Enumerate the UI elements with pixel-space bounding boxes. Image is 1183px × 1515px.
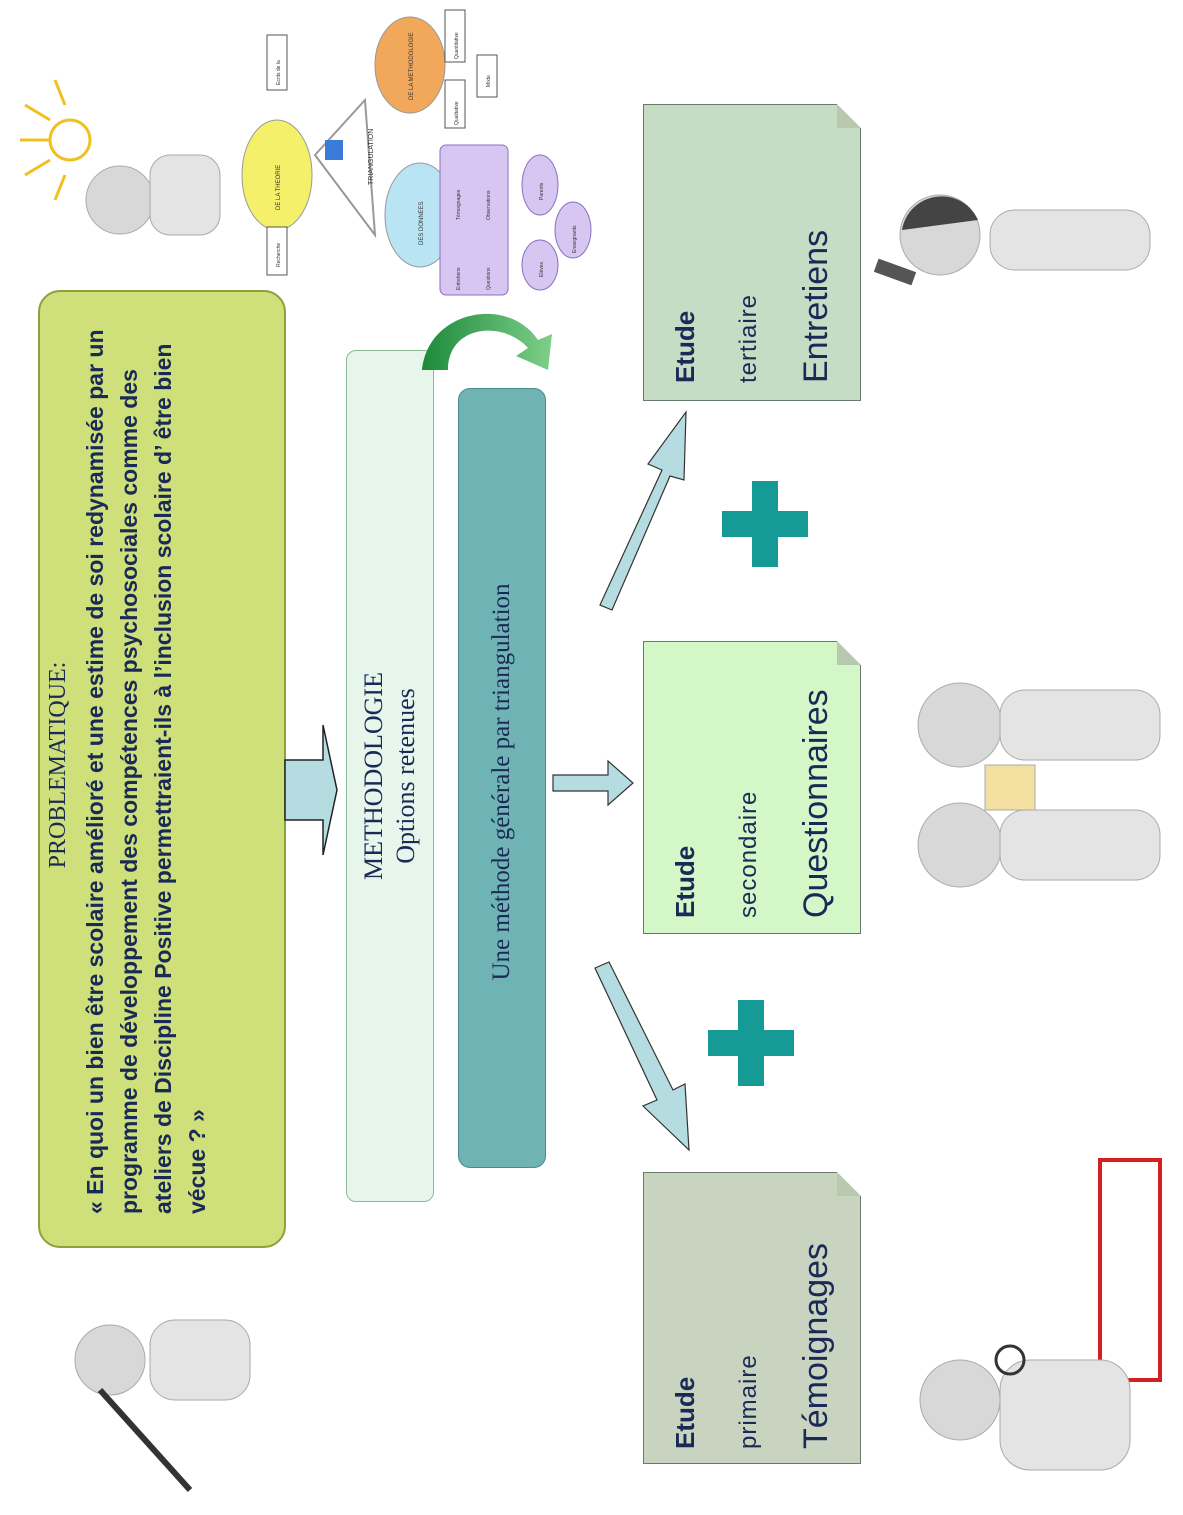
mini-method-box-3: Mixte [486, 75, 492, 87]
problem-question: « En quoi un bien être scolaire amélioré… [81, 329, 210, 1214]
study-secondary-method: Questionnaires [797, 689, 835, 918]
methodology-subtitle: Options retenues [391, 688, 420, 864]
triangulation-label: Une méthode générale par triangulation [488, 583, 515, 981]
methodology-box [346, 350, 434, 1202]
study-primary-method: Témoignages [797, 1242, 835, 1449]
mini-node-data: DES DONNEES [419, 201, 425, 245]
mini-method-box-2: Qualitative [454, 101, 460, 125]
methodology-title: METHODOLOGIE [359, 672, 388, 880]
study-tertiary-level: tertiaire [735, 293, 762, 383]
plus-icon [722, 481, 808, 567]
problem-statement-box [38, 290, 286, 1248]
study-tertiary-method: Entretiens [797, 229, 835, 383]
arrow-to-primary-icon [594, 961, 690, 1152]
question-figure-icon: ? [74, 1319, 251, 1493]
triangulation-box [458, 388, 546, 1168]
study-secondary-name: Etude [670, 845, 700, 918]
mini-data-box-1: Entretiens [456, 267, 462, 290]
study-primary-note: Etude primaire Témoignages [643, 1172, 861, 1464]
problem-title: PROBLEMATIQUE: [44, 661, 71, 869]
arrow-to-tertiary-icon [599, 410, 687, 611]
study-tertiary-note: Etude tertiaire Entretiens [643, 104, 861, 401]
study-primary-name: Etude [670, 1376, 700, 1449]
interview-figure-icon [873, 194, 1151, 286]
methodology-text: METHODOLOGIE Options retenues [350, 350, 430, 1202]
plus-icon [708, 1000, 794, 1086]
mini-method-box-1: Quantitative [454, 32, 460, 59]
mini-source-2: Enseignants [572, 225, 578, 253]
mini-source-3: Elèves [539, 261, 545, 277]
mini-data-box-2: Questions [486, 267, 492, 290]
book-figure-icon [919, 1158, 1162, 1471]
study-secondary-note: Etude secondaire Questionnaires [643, 641, 861, 934]
questionnaire-figure-icon [917, 682, 1161, 888]
mini-theory-box-2: Recherche [276, 243, 282, 267]
study-primary-level: primaire [735, 1354, 762, 1449]
mini-theory-box-1: Ecrits de la [276, 60, 282, 85]
problem-statement-text: PROBLEMATIQUE: « En quoi un bien être sc… [14, 306, 244, 1224]
idea-figure-icon [20, 79, 221, 236]
mini-center-label: TRIANGULATION [368, 129, 375, 185]
mini-node-theory: DE LA THEORIE [276, 165, 282, 210]
mini-data-box-3: Témoignages [456, 189, 462, 220]
mini-data-box-4: Observations [486, 190, 492, 220]
study-secondary-level: secondaire [735, 790, 762, 918]
arrow-to-secondary-icon [552, 759, 634, 807]
study-tertiary-name: Etude [670, 310, 700, 383]
arrow-problem-to-method-icon [284, 724, 338, 856]
mini-source-1: Parents [539, 182, 545, 200]
triangulation-mini-diagram: TRIANGULATION DE LA THEORIE DE LA METHOD… [241, 9, 592, 296]
triangulation-text: Une méthode générale par triangulation [458, 392, 546, 1172]
mini-node-methodology: DE LA METHODOLOGIE [409, 32, 415, 100]
curved-arrow-icon [422, 313, 552, 370]
